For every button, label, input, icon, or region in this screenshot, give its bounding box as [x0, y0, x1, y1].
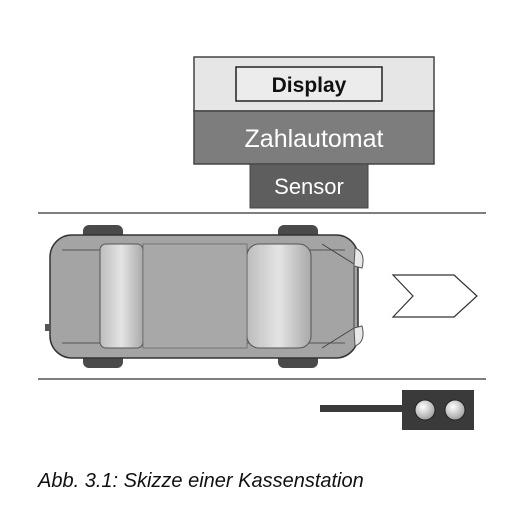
traffic-light-lamp-right [444, 399, 466, 421]
zahlautomat: Display Zahlautomat Sensor [193, 56, 435, 209]
car [45, 225, 364, 368]
traffic-light [320, 390, 474, 430]
sensor-panel [249, 163, 369, 209]
traffic-light-lamp-left [414, 399, 436, 421]
car-front-window [246, 243, 312, 349]
display-label: Display [272, 74, 347, 97]
car-tow-hook [45, 324, 51, 331]
direction-arrow-icon [391, 274, 478, 318]
car-rear-window [99, 243, 144, 349]
zahlautomat-label: Zahlautomat [245, 125, 384, 153]
car-headlight-left [353, 247, 364, 269]
car-headlight-right [353, 325, 364, 347]
car-hood-lines [321, 243, 355, 349]
car-roof [142, 243, 248, 349]
display-box [235, 66, 383, 102]
sensor-label: Sensor [274, 174, 344, 199]
traffic-light-pole [320, 405, 404, 412]
figure-caption: Abb. 3.1: Skizze einer Kassenstation [38, 470, 364, 492]
zahlautomat-panel [193, 110, 435, 165]
